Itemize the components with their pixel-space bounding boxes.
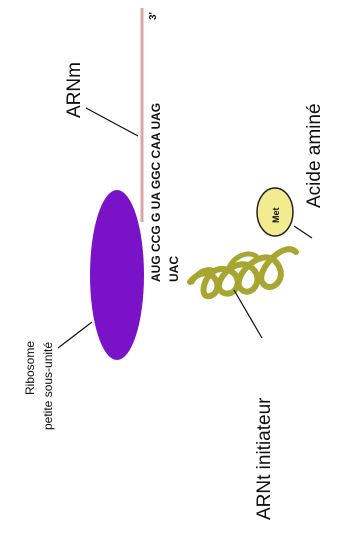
trna-leader-line: [234, 290, 262, 338]
amino-acid-met-label: Met: [271, 207, 281, 223]
amino-acid-leader-line: [294, 226, 312, 238]
codon-sequence: AUG CCG G UA GGC CAA UAG: [149, 103, 163, 282]
trna-label: ARNt initiateur: [254, 397, 275, 520]
amino-acid-label: Acide aminé: [304, 103, 325, 208]
mrna-leader-line: [86, 108, 138, 136]
ribosome-label-line1: Ribosome: [23, 341, 37, 395]
ribosome-small-subunit: [90, 190, 144, 360]
mrna-label: ARNm: [64, 62, 85, 118]
ribosome-label-line2: petite sous-unité: [41, 342, 55, 430]
ribosome-leader-line: [58, 322, 92, 348]
trna-anticodon: UAC: [167, 256, 181, 282]
mrna-3prime-label: 3': [148, 12, 159, 20]
